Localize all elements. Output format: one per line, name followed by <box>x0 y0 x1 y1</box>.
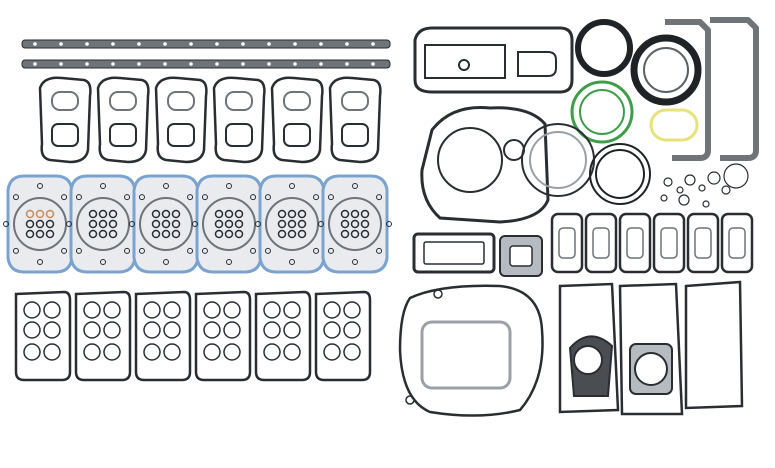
small-o-ring <box>723 163 749 189</box>
long-strip-gaskets <box>21 39 391 69</box>
manifold-gasket <box>212 76 266 164</box>
seal-ring-black-small <box>575 19 633 77</box>
rocker-cover-gaskets-row <box>14 290 372 382</box>
flange-gaskets <box>412 232 543 277</box>
rocker-cover-gasket <box>134 290 192 382</box>
cylinder-head-gasket <box>255 174 329 274</box>
small-o-ring <box>698 184 706 192</box>
intake-gasket <box>618 212 652 274</box>
long-strip-bottom <box>21 59 391 69</box>
seal-ring-black-large <box>630 34 702 106</box>
intake-gasket <box>720 212 754 274</box>
water-pump-seal-rings <box>521 123 651 205</box>
front-cover-gasket <box>420 105 550 224</box>
seal-ring-inner <box>643 47 689 93</box>
intake-gaskets-row <box>550 212 754 274</box>
flywheel-housing-gasket <box>398 284 544 417</box>
small-o-ring <box>678 194 690 206</box>
intake-gasket <box>550 212 584 274</box>
cylinder-head-gasket <box>66 174 140 274</box>
manifold-gasket <box>38 76 92 164</box>
oil-pan-side-strips <box>665 17 759 161</box>
small-o-ring <box>721 185 731 195</box>
timing-cover-gasket <box>413 26 574 94</box>
o-ring-green-outer <box>570 80 634 144</box>
manifold-gasket <box>96 76 150 164</box>
cylinder-head-gaskets-row <box>3 174 392 274</box>
long-strip-top <box>21 39 391 49</box>
manifold-gasket <box>270 76 324 164</box>
small-o-ring <box>702 200 710 208</box>
cylinder-head-gasket <box>192 174 266 274</box>
small-o-ring <box>663 177 673 187</box>
rocker-cover-gasket <box>314 290 372 382</box>
cylinder-head-gasket <box>129 174 203 274</box>
rocker-cover-gasket <box>74 290 132 382</box>
small-o-ring <box>676 186 684 194</box>
intake-gasket <box>584 212 618 274</box>
o-ring-yellow <box>649 108 699 142</box>
rocker-cover-gasket <box>254 290 312 382</box>
manifold-gasket <box>328 76 382 164</box>
crankshaft-seal-rings <box>570 19 702 144</box>
o-ring-green-inner <box>579 89 625 135</box>
intake-gasket <box>652 212 686 274</box>
rocker-cover-gasket <box>14 290 72 382</box>
manifold-gasket <box>154 76 208 164</box>
cylinder-head-gasket <box>318 174 392 274</box>
small-o-ring <box>660 194 668 202</box>
oil-pan-gaskets <box>558 280 744 416</box>
intake-gasket <box>686 212 720 274</box>
manifold-gaskets-row <box>38 76 382 164</box>
small-o-rings-cluster <box>660 163 749 208</box>
small-o-ring <box>684 174 696 186</box>
small-o-ring <box>707 171 721 185</box>
rocker-cover-gasket <box>194 290 252 382</box>
strip-holes <box>33 42 375 66</box>
cylinder-head-gasket <box>3 174 77 274</box>
